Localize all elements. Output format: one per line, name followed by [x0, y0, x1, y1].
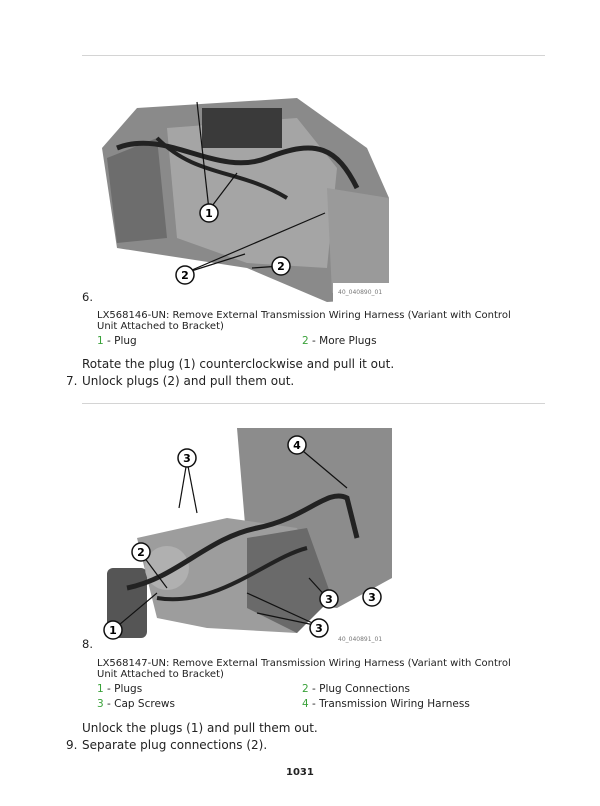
figure-caption: Unit Attached to Bracket)	[97, 321, 224, 332]
step-text: Unlock plugs (2) and pull them out.	[82, 374, 295, 388]
transmission-figure-2: 3 4 2 3 3 3 1	[103, 428, 392, 648]
callout-1: 1	[103, 620, 123, 640]
step-number: 9.	[66, 738, 78, 752]
transmission-figure-1: 1 2 2	[102, 98, 392, 302]
legend-label: - Transmission Wiring Harness	[308, 698, 470, 710]
figure-id: 40_040891_01	[338, 636, 383, 643]
step-number: 6.	[82, 290, 93, 304]
callout-3: 3	[177, 448, 197, 468]
svg-text:3: 3	[315, 622, 323, 635]
legend-label: - Plug Connections	[308, 683, 410, 695]
divider	[82, 55, 545, 56]
legend-number: 3	[97, 698, 104, 710]
step-number: 7.	[66, 374, 78, 388]
legend-item: 2 - Plug Connections	[302, 683, 410, 695]
svg-text:3: 3	[183, 452, 191, 465]
page-number: 1031	[286, 767, 314, 778]
legend-item: 1 - Plug	[97, 335, 137, 347]
legend-item: 1 - Plugs	[97, 683, 142, 695]
step-text: Separate plug connections (2).	[82, 738, 268, 752]
svg-text:2: 2	[277, 260, 285, 273]
callout-2: 2	[131, 542, 151, 562]
legend-label: - More Plugs	[308, 335, 377, 347]
legend-item: 2 - More Plugs	[302, 335, 377, 347]
figure-caption: LX568147-UN: Remove External Transmissio…	[97, 658, 511, 669]
figure-id: 40_040890_01	[338, 289, 383, 296]
legend-item: 3 - Cap Screws	[97, 698, 175, 710]
legend-number: 1	[97, 335, 104, 347]
callout-1: 1	[199, 203, 219, 223]
legend-number: 2	[302, 335, 309, 347]
callout-3: 3	[309, 618, 329, 638]
legend-label: - Cap Screws	[103, 698, 175, 710]
step-number: 8.	[82, 637, 93, 651]
svg-text:1: 1	[205, 207, 213, 220]
callout-2: 2	[271, 256, 291, 276]
legend-item: 4 - Transmission Wiring Harness	[302, 698, 470, 710]
step-text: Rotate the plug (1) counterclockwise and…	[82, 357, 395, 371]
legend-number: 4	[302, 698, 309, 710]
legend-label: - Plug	[103, 335, 137, 347]
step-text: Unlock the plugs (1) and pull them out.	[82, 721, 318, 735]
svg-text:3: 3	[368, 591, 376, 604]
svg-text:3: 3	[325, 593, 333, 606]
callout-3: 3	[362, 587, 382, 607]
divider	[82, 403, 545, 404]
callout-3: 3	[319, 589, 339, 609]
svg-text:1: 1	[109, 624, 117, 637]
legend-label: - Plugs	[103, 683, 143, 695]
legend-number: 2	[302, 683, 309, 695]
callout-4: 4	[287, 435, 307, 455]
legend-number: 1	[97, 683, 104, 695]
callout-2: 2	[175, 265, 195, 285]
svg-text:2: 2	[137, 546, 145, 559]
figure-caption: Unit Attached to Bracket)	[97, 669, 224, 680]
svg-text:4: 4	[293, 439, 301, 452]
svg-text:2: 2	[181, 269, 189, 282]
figure-caption: LX568146-UN: Remove External Transmissio…	[97, 310, 511, 321]
